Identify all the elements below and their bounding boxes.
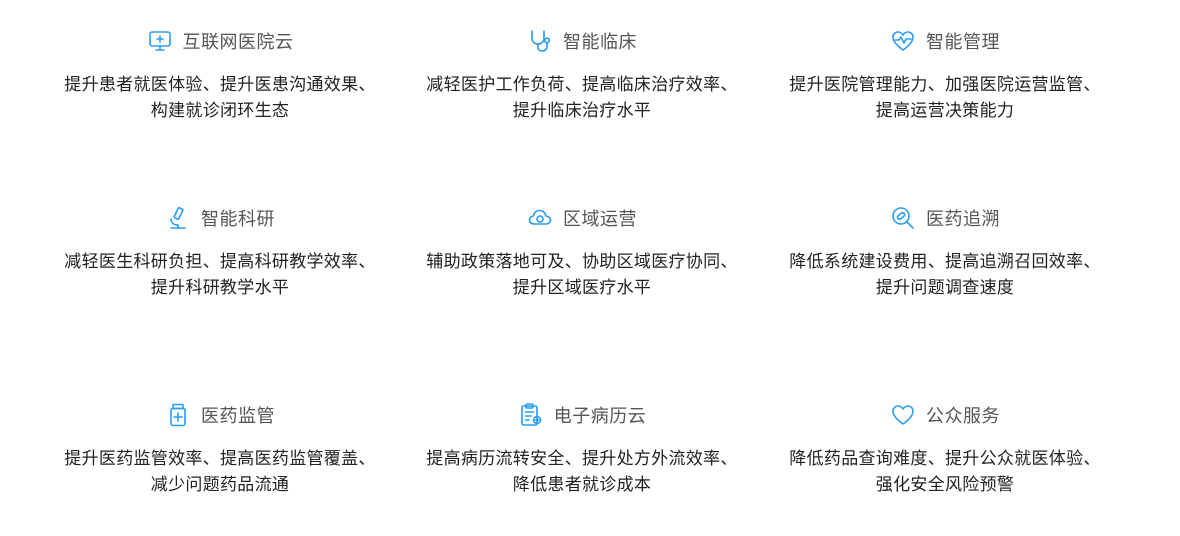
feature-card-internet-hospital: 互联网医院云 提升患者就医体验、提升医患沟通效果、构建就诊闭环生态 xyxy=(50,26,390,124)
feature-title-row: 智能管理 xyxy=(775,26,1115,56)
feature-title: 电子病历云 xyxy=(553,406,647,427)
feature-title: 智能科研 xyxy=(201,209,275,230)
feature-title-row: 电子病历云 xyxy=(412,400,752,430)
feature-title-row: 互联网医院云 xyxy=(50,26,390,56)
feature-description: 提高病历流转安全、提升处方外流效率、降低患者就诊成本 xyxy=(426,449,738,495)
feature-description: 降低系统建设费用、提高追溯召回效率、提升问题调查速度 xyxy=(789,252,1101,298)
feature-title: 公众服务 xyxy=(926,406,1000,427)
feature-title-row: 区域运营 xyxy=(412,203,752,233)
feature-title-row: 医药追溯 xyxy=(775,203,1115,233)
feature-title: 互联网医院云 xyxy=(182,32,294,53)
feature-card-smart-clinical: 智能临床 减轻医护工作负荷、提高临床治疗效率、提升临床治疗水平 xyxy=(412,26,752,124)
feature-title-row: 智能临床 xyxy=(412,26,752,56)
feature-card-drug-supervision: 医药监管 提升医药监管效率、提高医药监管覆盖、减少问题药品流通 xyxy=(50,400,390,498)
monitor-plus-icon xyxy=(147,28,173,54)
feature-description: 提升医药监管效率、提高医药监管覆盖、减少问题药品流通 xyxy=(64,449,376,495)
feature-title: 区域运营 xyxy=(563,209,637,230)
feature-description: 减轻医护工作负荷、提高临床治疗效率、提升临床治疗水平 xyxy=(426,75,738,121)
feature-description: 辅助政策落地可及、协助区域医疗协同、提升区域医疗水平 xyxy=(426,252,738,298)
feature-card-public-service: 公众服务 降低药品查询难度、提升公众就医体验、强化安全风险预警 xyxy=(775,400,1115,498)
pill-search-icon xyxy=(890,205,916,231)
feature-title-row: 智能科研 xyxy=(50,203,390,233)
cloud-icon xyxy=(527,205,553,231)
feature-card-emr-cloud: 电子病历云 提高病历流转安全、提升处方外流效率、降低患者就诊成本 xyxy=(412,400,752,498)
feature-title-row: 公众服务 xyxy=(775,400,1115,430)
feature-card-regional-operation: 区域运营 辅助政策落地可及、协助区域医疗协同、提升区域医疗水平 xyxy=(412,203,752,301)
feature-title: 智能管理 xyxy=(926,32,1000,53)
feature-description: 提升患者就医体验、提升医患沟通效果、构建就诊闭环生态 xyxy=(64,75,376,121)
feature-description: 提升医院管理能力、加强医院运营监管、提高运营决策能力 xyxy=(789,75,1101,121)
heart-outline-icon xyxy=(890,402,916,428)
clipboard-record-icon xyxy=(518,402,544,428)
heart-pulse-icon xyxy=(890,28,916,54)
feature-title: 医药监管 xyxy=(201,406,275,427)
microscope-icon xyxy=(165,205,191,231)
feature-card-smart-research: 智能科研 减轻医生科研负担、提高科研教学效率、提升科研教学水平 xyxy=(50,203,390,301)
feature-title-row: 医药监管 xyxy=(50,400,390,430)
feature-title: 医药追溯 xyxy=(926,209,1000,230)
feature-card-drug-traceability: 医药追溯 降低系统建设费用、提高追溯召回效率、提升问题调查速度 xyxy=(775,203,1115,301)
feature-description: 降低药品查询难度、提升公众就医体验、强化安全风险预警 xyxy=(789,449,1101,495)
feature-card-smart-management: 智能管理 提升医院管理能力、加强医院运营监管、提高运营决策能力 xyxy=(775,26,1115,124)
feature-title: 智能临床 xyxy=(563,32,637,53)
stethoscope-icon xyxy=(527,28,553,54)
feature-description: 减轻医生科研负担、提高科研教学效率、提升科研教学水平 xyxy=(64,252,376,298)
medicine-bottle-icon xyxy=(165,402,191,428)
